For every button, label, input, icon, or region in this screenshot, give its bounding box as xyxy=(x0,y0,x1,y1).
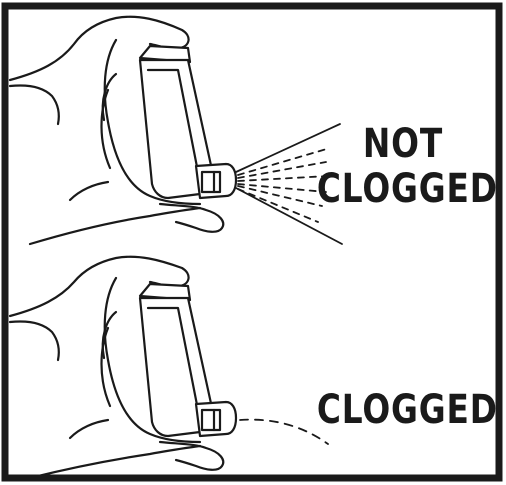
clogged-label: CLOGGED xyxy=(317,390,489,430)
not-clogged-label-line1: NOT xyxy=(358,124,448,164)
not-clogged-label-line2: CLOGGED xyxy=(317,169,489,209)
hand-with-inhaler-icon xyxy=(10,17,236,244)
weak-dribble-icon xyxy=(240,420,328,444)
hand-with-inhaler-icon-bottom xyxy=(10,257,236,478)
